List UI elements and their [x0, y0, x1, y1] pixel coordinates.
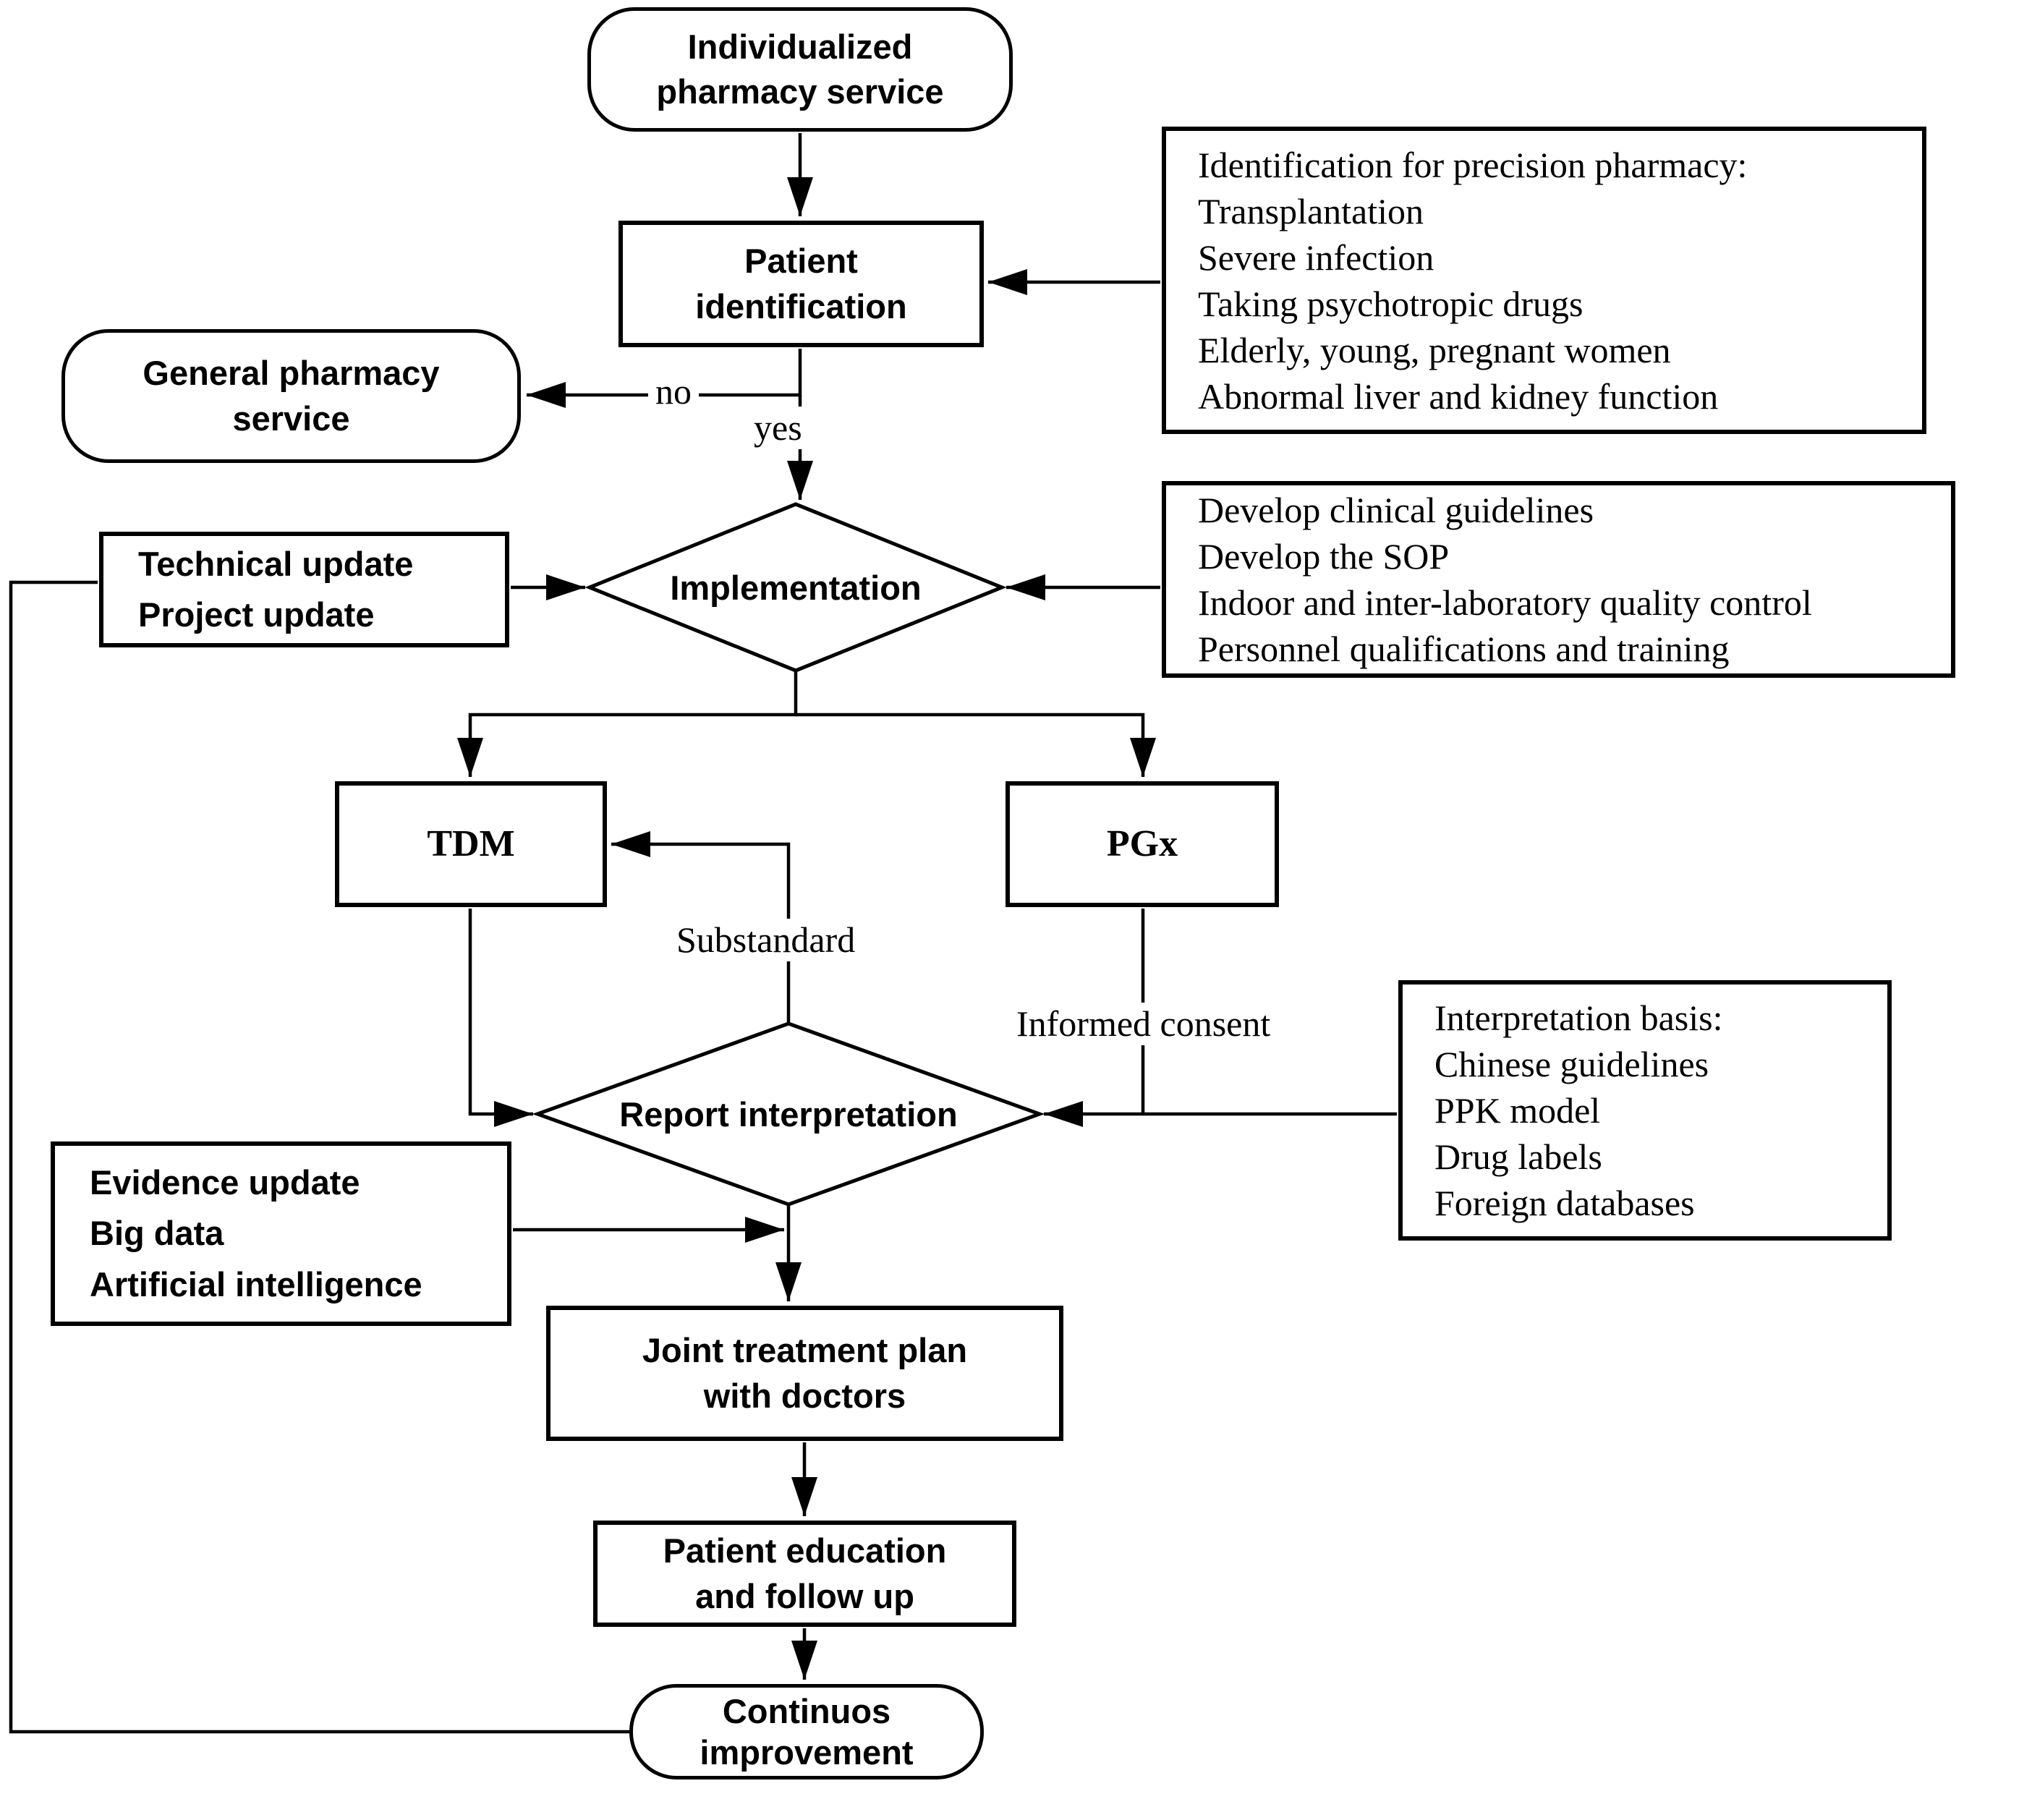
note-line: PPK model — [1434, 1090, 1601, 1131]
note-line: Indoor and inter-laboratory quality cont… — [1198, 582, 1812, 623]
node-continuous-improvement: Continuos improvement — [629, 1684, 984, 1779]
note-line: Severe infection — [1198, 237, 1434, 278]
edge-substandard-to-tdm — [611, 831, 791, 1024]
node-joint-treatment-plan: Joint treatment plan with doctors — [546, 1306, 1063, 1441]
edge-label-yes: yes — [747, 407, 809, 449]
edge-label-no: no — [648, 370, 699, 413]
note-implementation-tasks: Develop clinical guidelines Develop the … — [1162, 481, 1955, 678]
node-pgx: PGx — [1006, 781, 1279, 907]
node-implementation: Implementation — [670, 568, 922, 607]
note-line: Develop the SOP — [1198, 536, 1450, 577]
note-line: Abnormal liver and kidney function — [1198, 375, 1719, 417]
edge-tdm-to-report — [468, 909, 533, 1127]
note-line: Develop clinical guidelines — [1198, 490, 1594, 530]
note-interpretation-basis: Interpretation basis: Chinese guidelines… — [1398, 980, 1892, 1241]
node-individualized-pharmacy-service: Individualized pharmacy service — [587, 7, 1013, 132]
note-line: Chinese guidelines — [1434, 1044, 1709, 1084]
edge-label-informed-consent: Informed consent — [1009, 1003, 1278, 1045]
node-label-line: service — [232, 399, 350, 438]
note-line: Taking psychotropic drugs — [1198, 283, 1583, 324]
node-label-line: Technical update — [138, 544, 414, 583]
edge-implementation-to-tdm — [457, 671, 798, 777]
note-line: Transplantation — [1198, 190, 1424, 231]
node-label-line: Individualized — [687, 27, 913, 66]
node-label-line: Continuos — [722, 1691, 891, 1730]
node-label-line: improvement — [700, 1733, 914, 1772]
note-line: Foreign databases — [1434, 1183, 1695, 1223]
node-label-line: and follow up — [695, 1576, 914, 1615]
node-evidence-update: Evidence update Big data Artificial inte… — [51, 1141, 511, 1326]
node-tdm: TDM — [335, 781, 607, 907]
node-label-line: identification — [695, 286, 907, 326]
edge-implementation-to-pgx — [796, 713, 1156, 777]
node-general-pharmacy-service: General pharmacy service — [61, 329, 521, 463]
report-interpretation-diamond — [532, 1021, 1045, 1207]
note-identification-criteria: Identification for precision pharmacy: T… — [1162, 127, 1926, 434]
node-patient-education: Patient education and follow up — [593, 1521, 1016, 1627]
note-line: Drug labels — [1434, 1136, 1602, 1177]
node-label-line: Project update — [138, 595, 375, 634]
node-patient-identification: Patient identification — [618, 221, 984, 347]
node-label-line: General pharmacy — [143, 354, 440, 393]
node-label-line: Artificial intelligence — [90, 1264, 422, 1304]
node-label-line: Big data — [90, 1214, 224, 1253]
note-line: Elderly, young, pregnant women — [1198, 329, 1671, 370]
node-label-line: Patient — [744, 242, 858, 281]
node-label-line: with doctors — [703, 1376, 906, 1415]
node-label-line: Joint treatment plan — [642, 1331, 968, 1370]
note-line: Identification for precision pharmacy: — [1198, 144, 1748, 185]
node-report-interpretation: Report interpretation — [619, 1094, 958, 1134]
edge-feedback-loop — [9, 580, 629, 1734]
node-label-line: Patient education — [663, 1531, 947, 1570]
edge-label-substandard: Substandard — [669, 919, 863, 961]
node-technical-update: Technical update Project update — [99, 532, 509, 647]
note-line: Interpretation basis: — [1434, 998, 1723, 1038]
node-label-line: pharmacy service — [656, 72, 944, 111]
node-label-line: Evidence update — [90, 1162, 360, 1202]
implementation-diamond — [584, 502, 1007, 673]
note-line: Personnel qualifications and training — [1198, 629, 1730, 669]
